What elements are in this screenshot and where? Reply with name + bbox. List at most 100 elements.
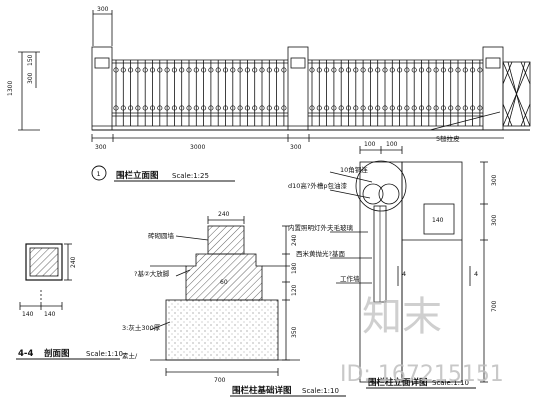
label-inner: 60 (220, 279, 228, 286)
label-brick: 砖砌圆墙 (148, 231, 175, 240)
foundation-dim-r1: 240 (291, 234, 298, 246)
bar-ornament (462, 105, 468, 111)
bar-ornament (266, 105, 272, 111)
bar-ornament (201, 67, 207, 73)
bar-ornament (274, 67, 280, 73)
bar-ornament (230, 105, 236, 111)
bar-ornament (309, 67, 315, 73)
bar-ornament (259, 105, 265, 111)
bar-ornament (309, 105, 315, 111)
bar-ornament (448, 105, 454, 111)
fence-bars-left (113, 60, 287, 126)
bar-ornament (477, 105, 483, 111)
section-4-4 (19, 243, 72, 310)
bar-ornament (338, 105, 344, 111)
bar-ornament (193, 105, 199, 111)
bar-ornament (367, 105, 373, 111)
dim-bottom-300: 300 (95, 144, 107, 151)
dim-bottom-300b: 300 (290, 144, 302, 151)
foundation-dim-700: 700 (214, 377, 226, 384)
bar-ornament (266, 67, 272, 73)
foundation-dim-240: 240 (218, 211, 230, 218)
bar-ornament (404, 67, 410, 73)
bar-ornament (331, 67, 337, 73)
detail-scale: Scale:1:10 (432, 379, 469, 387)
bar-ornament (164, 67, 170, 73)
bar-ornament (324, 67, 330, 73)
bar-ornament (208, 105, 214, 111)
bar-ornament (324, 105, 330, 111)
detail-label-1: 10角铜连 (340, 165, 368, 174)
bar-ornament (411, 105, 417, 111)
section-mark-right: 4 (474, 270, 478, 278)
bar-ornament (360, 105, 366, 111)
elevation-scale: Scale:1:25 (172, 172, 209, 180)
bar-ornament (316, 105, 322, 111)
detail-dim-100a: 100 (364, 141, 376, 148)
gate-callout: 5槌拉皮 (436, 134, 460, 143)
foundation-title: 围栏柱基础详图 (232, 385, 292, 396)
foundation-scale: Scale:1:10 (302, 387, 339, 395)
bar-ornament (389, 105, 395, 111)
section-mark-left: 4 (402, 270, 406, 278)
bar-ornament (375, 105, 381, 111)
watermark-id: ID: 167215151 (340, 362, 504, 387)
section-scale: Scale:1:10 (86, 350, 123, 358)
detail-title: 围栏柱立面详图 (368, 377, 428, 388)
bar-ornament (113, 67, 119, 73)
bar-ornament (448, 67, 454, 73)
detail-label-2: d10高?外槽p包油漆 (288, 181, 347, 190)
bar-ornament (193, 67, 199, 73)
fence-bars-right (309, 60, 483, 126)
bar-ornament (215, 67, 221, 73)
section-title-2: 剖面图 (44, 348, 70, 359)
detail-box-label: 140 (432, 217, 444, 224)
section-dim-140a: 140 (22, 311, 34, 318)
bar-ornament (149, 67, 156, 73)
bar-ornament (331, 105, 337, 111)
bar-ornament (128, 105, 134, 111)
bar-ornament (345, 67, 352, 73)
bar-ornament (455, 67, 461, 73)
bar-ornament (418, 67, 425, 73)
bar-ornament (411, 67, 417, 73)
bar-ornament (338, 67, 344, 73)
bar-ornament (142, 105, 148, 111)
foundation-dim-r2: 180 (291, 262, 298, 274)
label-base: ?基②大放脚 (134, 269, 170, 278)
bar-ornament (222, 67, 229, 73)
bar-ornament (179, 67, 185, 73)
title-number: 1 (97, 170, 101, 178)
bar-ornament (135, 67, 141, 73)
dim-left-150: 150 (27, 54, 34, 66)
bar-ornament (157, 105, 163, 111)
foundation-dim-r3: 120 (291, 284, 298, 296)
bar-ornament (222, 105, 229, 111)
label-soil: 素土/ (122, 351, 138, 360)
foundation-detail (149, 216, 300, 376)
bar-ornament (345, 105, 352, 111)
fence-elevation (18, 10, 531, 142)
bar-ornament (149, 105, 156, 111)
bar-ornament (142, 67, 148, 73)
bar-ornament (404, 105, 410, 111)
bar-ornament (375, 67, 381, 73)
bar-ornament (440, 105, 446, 111)
bar-ornament (157, 67, 163, 73)
bar-ornament (455, 105, 461, 111)
bar-ornament (215, 105, 221, 111)
bar-ornament (353, 105, 359, 111)
section-dim-140b: 140 (44, 311, 56, 318)
foundation-dim-r4: 350 (291, 326, 298, 338)
bar-ornament (171, 67, 177, 73)
bar-ornament (360, 67, 366, 73)
section-title: 4-4 (18, 349, 33, 359)
bar-ornament (128, 67, 134, 73)
bar-ornament (230, 67, 236, 73)
title-circle (91, 165, 107, 181)
bar-ornament (477, 67, 483, 73)
label-concrete: 3:灰土300厚 (122, 323, 161, 332)
bar-ornament (120, 105, 126, 111)
bar-ornament (252, 105, 258, 111)
